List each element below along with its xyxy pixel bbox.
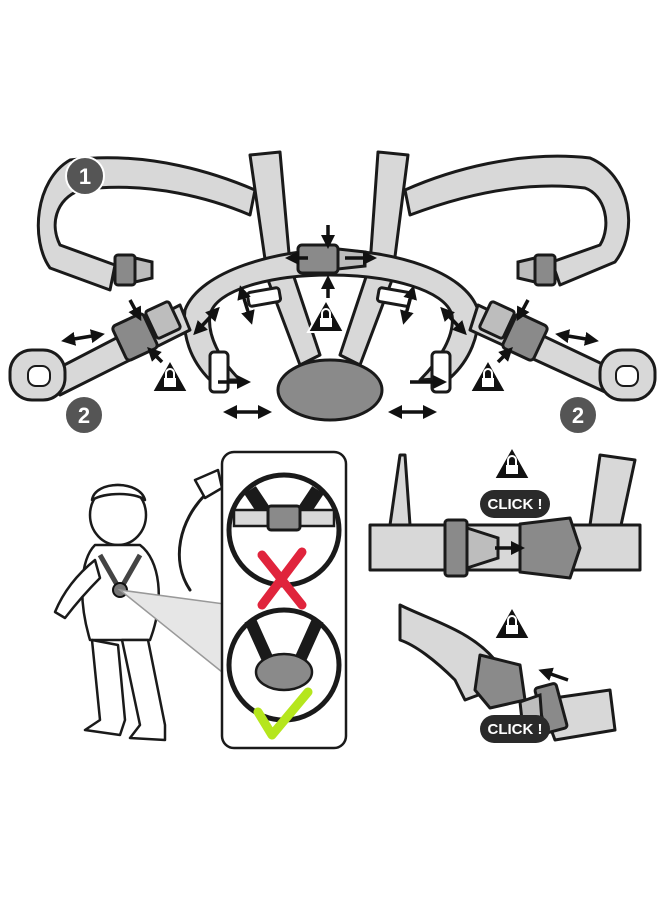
female-buckle: [518, 516, 582, 580]
lock-warning-icon-bottom: [493, 606, 531, 640]
lock-warning-icon-center: [307, 299, 345, 333]
step-1-label: 1: [79, 164, 91, 189]
green-check-icon: [253, 687, 313, 740]
lock-warning-icon-right: [469, 359, 507, 393]
lower-female-buckle: [473, 653, 527, 710]
top-loop-strap: [36, 156, 257, 292]
top-right-buckle: [516, 253, 557, 287]
step-2-label-right: 2: [572, 403, 584, 428]
child-illustration: [53, 468, 233, 742]
child-leg-right: [120, 638, 167, 742]
buckle-click-panel-bottom: CLICK !: [398, 603, 617, 743]
click-text-bottom: CLICK !: [488, 721, 543, 738]
harness-overview: 1 2 2: [8, 150, 657, 435]
step-2-label-left: 2: [78, 403, 90, 428]
belt-adjuster-right: [430, 350, 452, 394]
fit-comparison-panel: [220, 450, 348, 750]
top-loop-strap-right: [403, 154, 631, 287]
click-callout-top: CLICK !: [480, 490, 550, 518]
side-left-buckle: [111, 300, 182, 362]
step-2-badge-right: 2: [558, 395, 598, 435]
male-buckle: [443, 518, 500, 578]
buckle-click-panel-top: CLICK !: [368, 446, 642, 580]
child-leg-left: [83, 638, 127, 737]
step-1-badge: 1: [65, 156, 105, 196]
lock-warning-icon-left: [151, 359, 189, 393]
adjust-arrows: [61, 225, 599, 419]
click-text-top: CLICK !: [488, 496, 543, 513]
side-right-buckle: [478, 300, 549, 362]
top-left-buckle: [113, 253, 154, 287]
step-2-badge-left: 2: [64, 395, 104, 435]
red-x-icon: [257, 547, 307, 610]
belt-adjuster-left: [208, 350, 230, 394]
adult-hand: [193, 468, 224, 500]
chest-pad: [276, 358, 384, 422]
click-callout-bottom: CLICK !: [480, 715, 550, 743]
lock-warning-icon-top: [493, 446, 531, 480]
